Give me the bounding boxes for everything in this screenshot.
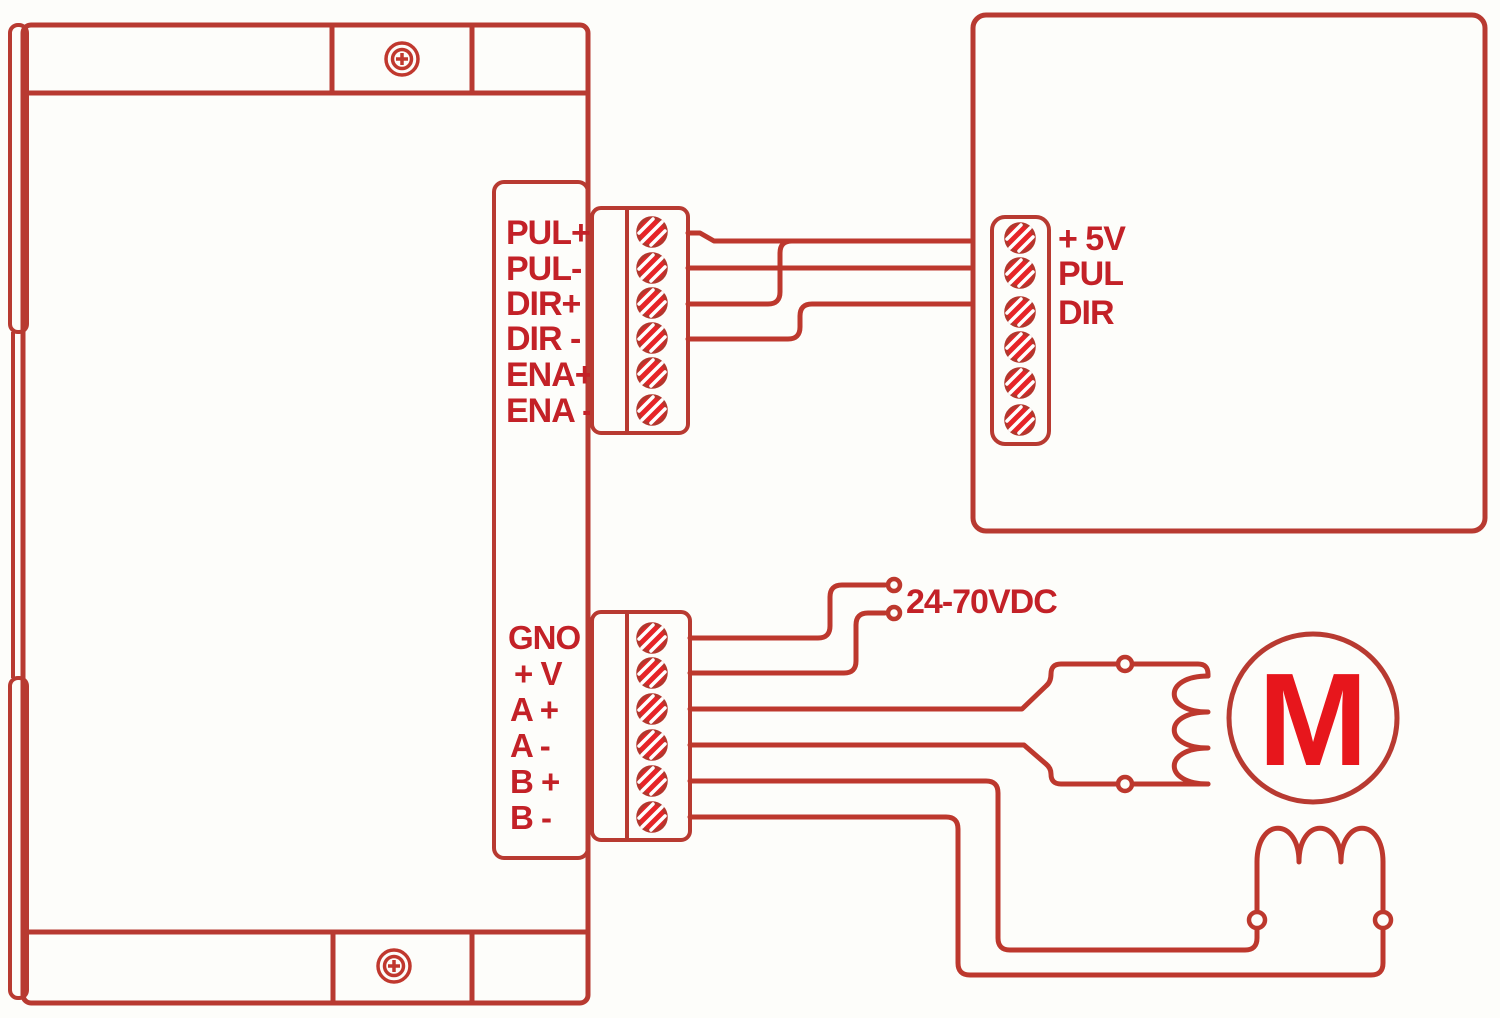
phase-a-winding-icon xyxy=(1171,673,1211,787)
supply-terminal-positive xyxy=(885,576,903,594)
screw-terminal-icon xyxy=(636,765,668,797)
screw-terminal-icon xyxy=(1004,296,1036,328)
screw-terminal-icon xyxy=(1004,367,1036,399)
controller-terminal-labels: + 5V PUL DIR xyxy=(1058,220,1127,332)
label-5v: + 5V xyxy=(1058,220,1126,258)
stepper-driver-unit: PUL+ PUL- DIR+ DIR - ENA+ ENA - GNO + V … xyxy=(8,22,692,1006)
screw-terminal-icon xyxy=(636,801,668,833)
label-ena-minus: ENA - xyxy=(506,392,592,430)
screw-terminal-icon xyxy=(636,252,668,284)
power-connector-block xyxy=(590,610,692,842)
label-gno: GNO xyxy=(508,619,581,656)
wire-pul-plus-to-5v xyxy=(685,230,973,244)
motor-lead-b-minus xyxy=(1372,909,1394,931)
signal-connector-block xyxy=(590,206,690,435)
wire-dir-plus-to-5v xyxy=(685,238,795,307)
label-pul-plus: PUL+ xyxy=(506,214,590,252)
motor-lead-a-plus xyxy=(1115,654,1135,674)
screw-terminal-icon xyxy=(1004,331,1036,363)
screw-terminal-icon xyxy=(636,322,668,354)
screw-terminal-icon xyxy=(636,622,668,654)
motor-letter: M xyxy=(1258,646,1368,793)
label-dir: DIR xyxy=(1058,294,1114,332)
mounting-screw-bottom-icon xyxy=(376,948,412,984)
wire-dir-minus-to-dir xyxy=(685,301,973,342)
wire-b-plus xyxy=(687,778,1260,953)
screw-terminal-icon xyxy=(636,729,668,761)
wire-plus-v-to-supply xyxy=(687,610,888,676)
screw-terminal-icon xyxy=(636,357,668,389)
screw-terminal-icon xyxy=(1004,404,1036,436)
phase-b-winding-icon xyxy=(1254,825,1386,865)
motor-lead-b-plus xyxy=(1246,909,1268,931)
din-clip-top xyxy=(8,23,29,334)
supply-voltage-label: 24-70VDC xyxy=(906,583,1057,621)
motor-lead-a-minus xyxy=(1115,774,1135,794)
controller-body xyxy=(970,12,1488,534)
signal-terminal-labels: PUL+ PUL- DIR+ DIR - ENA+ ENA - xyxy=(506,214,595,430)
label-pul: PUL xyxy=(1058,255,1123,293)
screw-terminal-icon xyxy=(636,216,668,248)
screw-terminal-icon xyxy=(1004,257,1036,289)
label-ena-plus: ENA+ xyxy=(506,356,594,394)
wire-gno-to-supply xyxy=(687,582,888,641)
phase-a-wiring xyxy=(687,654,1211,794)
motor-circle xyxy=(1226,631,1400,805)
wire-b-minus xyxy=(687,814,1386,978)
screw-terminal-icon xyxy=(636,394,668,426)
mounting-screw-top-icon xyxy=(384,41,420,77)
signal-wires xyxy=(685,230,973,342)
label-a-minus: A - xyxy=(510,727,550,764)
power-terminal-labels: GNO + V A + A - B + B - xyxy=(508,619,582,836)
label-plus-v: + V xyxy=(514,655,562,692)
controller-unit: + 5V PUL DIR xyxy=(970,12,1488,534)
controller-terminal-block xyxy=(990,215,1051,446)
wire-a-minus xyxy=(687,742,1211,787)
din-clip-bottom xyxy=(8,676,29,1000)
phase-b-wiring xyxy=(687,778,1394,978)
label-b-plus: B + xyxy=(510,763,559,800)
screw-terminal-icon xyxy=(636,287,668,319)
screw-terminal-icon xyxy=(636,693,668,725)
label-pul-minus: PUL- xyxy=(506,250,581,288)
wire-a-plus xyxy=(687,661,1211,712)
label-dir-plus: DIR+ xyxy=(506,285,581,323)
motor-symbol: M xyxy=(1226,631,1400,805)
label-b-minus: B - xyxy=(510,799,551,836)
power-supply-wires: 24-70VDC xyxy=(687,576,1058,676)
terminal-label-panel xyxy=(492,180,590,860)
supply-terminal-negative xyxy=(885,604,903,622)
screw-terminal-icon xyxy=(1004,222,1036,254)
label-a-plus: A + xyxy=(510,691,558,728)
label-dir-minus: DIR - xyxy=(506,320,580,358)
screw-terminal-icon xyxy=(636,657,668,689)
